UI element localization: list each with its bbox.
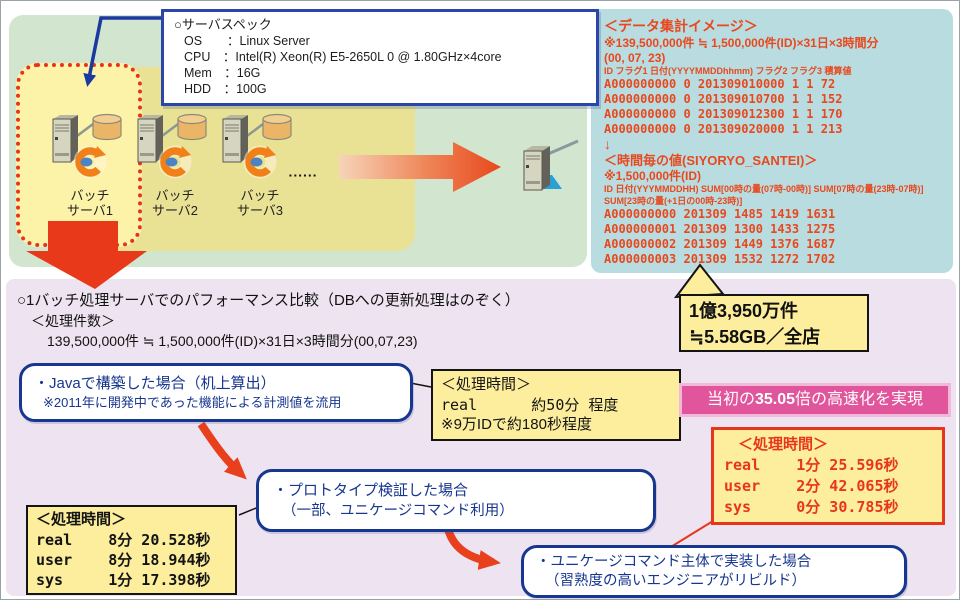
server-tower-icon bbox=[52, 115, 78, 163]
database-cylinder-icon bbox=[177, 113, 207, 141]
server-label: バッチ bbox=[70, 188, 110, 203]
speedup-number: 35.05 bbox=[754, 391, 796, 408]
batch-server-2: バッチ サーバ2 bbox=[132, 107, 218, 218]
db-server bbox=[506, 139, 568, 202]
case-unicage-line2: （習熟度の高いエンジニアがリビルド） bbox=[545, 573, 806, 589]
server-spec-box: ○サーバスペック OS ：Linux Server CPU ：Intel(R) … bbox=[161, 9, 599, 106]
batch-server-icon bbox=[52, 113, 122, 179]
batch-server-1: バッチ サーバ1 bbox=[47, 107, 133, 218]
data-table2-header2: SUM[23時の量(+1日の00時-23時)] bbox=[604, 196, 743, 206]
data-table2-row: A000000000 201309 1485 1419 1631 bbox=[604, 207, 836, 221]
data-sample-title: ＜データ集計イメージ＞ bbox=[604, 18, 758, 34]
data-sample-note2: (00, 07, 23) bbox=[604, 51, 666, 65]
data-table1-row: A000000000 0 201309010700 1 1 152 bbox=[604, 92, 843, 106]
case-proto-box: ・プロトタイプ検証した場合 （一部、ユニケージコマンド利用） bbox=[256, 469, 656, 532]
server-label: サーバ2 bbox=[151, 203, 199, 218]
data-table2-row: A000000003 201309 1532 1272 1702 bbox=[604, 252, 836, 266]
time-proto-user: user 8分 18.944秒 bbox=[36, 551, 211, 569]
spec-cpu: CPU ：Intel(R) Xeon(R) E5-2650L 0 @ 1.80G… bbox=[184, 50, 502, 64]
database-cylinder-icon bbox=[92, 113, 122, 141]
time-proto-real: real 8分 20.528秒 bbox=[36, 531, 211, 549]
time-proto-title: ＜処理時間＞ bbox=[36, 511, 127, 528]
database-cylinder-icon bbox=[262, 113, 292, 141]
data-table1-row: A000000000 0 201309010000 1 1 72 bbox=[604, 77, 836, 91]
time-java-real: real 約50分 程度 bbox=[441, 396, 619, 414]
speedup-banner: 当初の35.05倍の高速化を実現 bbox=[679, 383, 951, 417]
data-table2-row: A000000001 201309 1300 1433 1275 bbox=[604, 222, 836, 236]
server-label: バッチ bbox=[155, 188, 195, 203]
server-tower-icon bbox=[222, 115, 248, 163]
server-label: サーバ1 bbox=[66, 203, 114, 218]
time-proto-sys: sys 1分 17.398秒 bbox=[36, 571, 211, 589]
time-unicage-real: real 1分 25.596秒 bbox=[724, 456, 899, 474]
time-java-box: ＜処理時間＞ real 約50分 程度 ※9万IDで約180秒程度 bbox=[431, 369, 681, 441]
case-java-box: ・Javaで構築した場合（机上算出） ※2011年に開発中であった機能による計測… bbox=[19, 363, 413, 422]
time-proto-box: ＜処理時間＞ real 8分 20.528秒 user 8分 18.944秒 s… bbox=[26, 505, 237, 595]
sync-arrow-icon bbox=[73, 145, 107, 179]
case-java-line2: ※2011年に開発中であった機能による計測値を流用 bbox=[43, 395, 342, 410]
server-tower-icon bbox=[137, 115, 163, 163]
case-proto-line2: （一部、ユニケージコマンド利用） bbox=[282, 503, 514, 519]
data-table1-row: A000000000 0 201309020000 1 1 213 bbox=[604, 122, 843, 136]
sync-arrow-icon bbox=[243, 145, 277, 179]
db-server-icon bbox=[523, 146, 562, 191]
performance-heading: ○1バッチ処理サーバでのパフォーマンス比較（DBへの更新処理はのぞく） bbox=[17, 292, 520, 309]
data-sample-note3: ※1,500,000件(ID) bbox=[604, 169, 702, 183]
case-unicage-box: ・ユニケージコマンド主体で実装した場合 （習熟度の高いエンジニアがリビルド） bbox=[521, 545, 907, 598]
batch-server-3: バッチ サーバ3 bbox=[217, 107, 303, 218]
down-arrow-glyph: ↓ bbox=[604, 136, 611, 152]
spec-os: OS ：Linux Server bbox=[184, 34, 310, 48]
batch-server-icon bbox=[137, 113, 207, 179]
spec-title: ○サーバスペック bbox=[174, 17, 272, 32]
time-java-title: ＜処理時間＞ bbox=[441, 376, 532, 393]
time-unicage-box: ＜処理時間＞ real 1分 25.596秒 user 2分 42.065秒 s… bbox=[711, 427, 945, 525]
time-unicage-sys: sys 0分 30.785秒 bbox=[724, 498, 899, 516]
data-table1-header: ID フラグ1 日付(YYYYMMDDhhmm) フラグ2 フラグ3 積算値 bbox=[604, 66, 852, 76]
case-java-line1: ・Javaで構築した場合（机上算出） bbox=[34, 375, 276, 392]
sync-arrow-icon bbox=[158, 145, 192, 179]
data-sample-panel: ＜データ集計イメージ＞ ※139,500,000件 ≒ 1,500,000件(I… bbox=[591, 9, 953, 273]
case-proto-line1: ・プロトタイプ検証した場合 bbox=[273, 482, 469, 499]
data-sample-note1: ※139,500,000件 ≒ 1,500,000件(ID)×31日×3時間分 bbox=[604, 36, 879, 50]
volume-line1: 1億3,950万件 bbox=[689, 301, 799, 321]
speedup-pre: 当初の bbox=[706, 391, 755, 408]
case-unicage-line1: ・ユニケージコマンド主体で実装した場合 bbox=[536, 554, 812, 570]
time-java-note: ※9万IDで約180秒程度 bbox=[441, 416, 592, 433]
server-tower-icon bbox=[523, 146, 550, 191]
speedup-post: 倍の高速化を実現 bbox=[795, 391, 924, 408]
data-sample-title2: ＜時間毎の値(SIYORYO_SANTEI)＞ bbox=[604, 153, 818, 168]
record-count-label: ＜処理件数＞ bbox=[31, 313, 115, 329]
data-table1-row: A000000000 0 201309012300 1 1 170 bbox=[604, 107, 843, 121]
spec-mem: Mem ：16G bbox=[184, 66, 261, 80]
batch-server-icon bbox=[222, 113, 292, 179]
data-table2-row: A000000002 201309 1449 1376 1687 bbox=[604, 237, 836, 251]
more-servers-ellipsis: ▪▪▪▪▪▪ bbox=[289, 171, 319, 180]
time-unicage-title: ＜処理時間＞ bbox=[738, 436, 829, 453]
data-table2-header: ID 日付(YYYMMDDHH) SUM[00時の量(07時-00時)] SUM… bbox=[604, 184, 924, 194]
spec-hdd: HDD ：100G bbox=[184, 82, 267, 96]
volume-callout: 1億3,950万件 ≒5.58GB／全店 bbox=[679, 294, 869, 352]
record-count-value: 139,500,000件 ≒ 1,500,000件(ID)×31日×3時間分(0… bbox=[47, 333, 418, 349]
server-label: サーバ3 bbox=[236, 203, 284, 218]
volume-line2: ≒5.58GB／全店 bbox=[689, 327, 821, 347]
server-label: バッチ bbox=[240, 188, 280, 203]
time-unicage-user: user 2分 42.065秒 bbox=[724, 477, 899, 495]
